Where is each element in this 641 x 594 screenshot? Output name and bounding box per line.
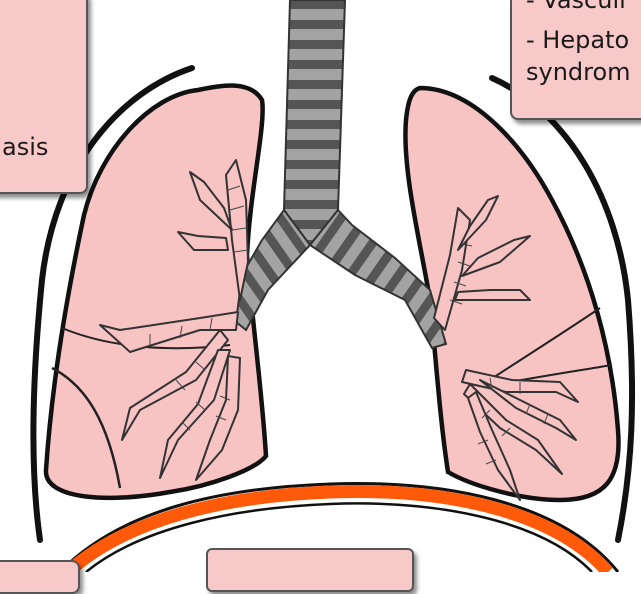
- note-right-line-1: - Vasculi: [526, 0, 626, 15]
- note-left-text: asis: [2, 133, 48, 162]
- note-right-line-2: - Hepato: [526, 26, 629, 55]
- note-card-corner: [0, 560, 80, 594]
- note-right-line-3: syndrom: [526, 58, 631, 87]
- note-card-left: asis: [0, 0, 88, 194]
- trachea: [284, 0, 345, 245]
- note-card-bottom: [206, 548, 414, 592]
- note-card-right: - Vasculi - Hepato syndrom: [510, 0, 641, 120]
